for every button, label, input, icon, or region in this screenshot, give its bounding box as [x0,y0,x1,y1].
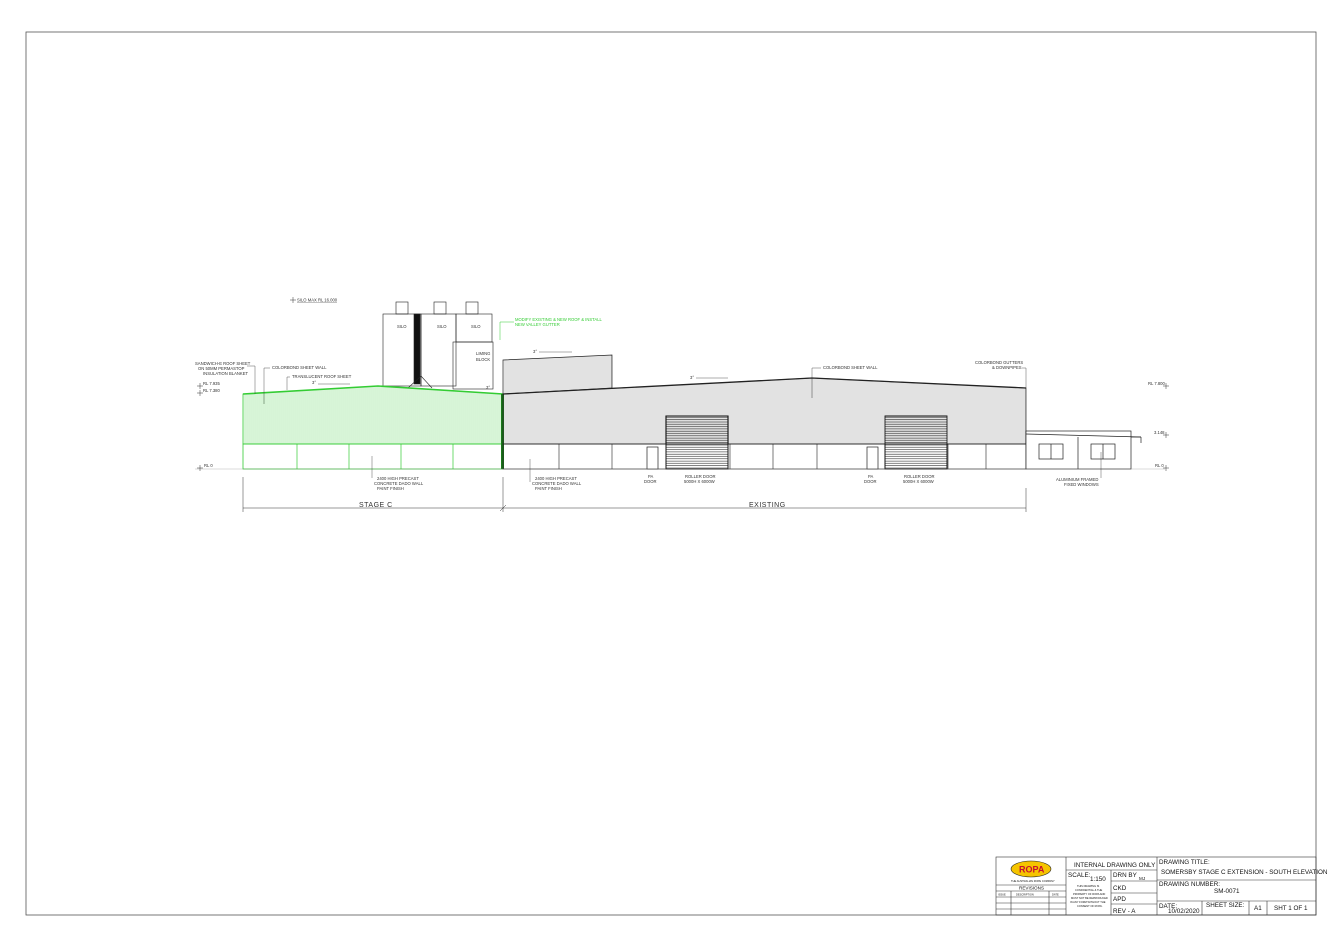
south-elevation: SILO MAX RL 16.000 SILO SILO SILO LIMING… [195,297,1169,512]
pa-door-label-2: PA [868,474,873,479]
pa-door-label-1: PA [648,474,653,479]
apd-label: APD [1113,896,1126,903]
rl-left-2: RL 7.380 [203,388,221,393]
silo-max-label: SILO MAX RL 16.000 [297,298,338,303]
gutters-note-2: & DOWNPIPES [992,365,1022,370]
ropa-logo: ROPA THE AUSTRALIAN ROPE COMPANY [1010,860,1055,883]
left-levels [197,383,203,471]
roller-door-label-1: ROLLER DOOR [685,474,715,479]
silo-max-level: SILO MAX RL 16.000 [290,297,338,303]
roller-door-1 [665,415,729,470]
window-note-2: FIXED WINDOWS [1064,482,1099,487]
translucent-roof-note: TRANSLUCENT ROOF SHEET [292,374,352,379]
title-block [995,856,1317,916]
green-note-line2: NEW VALLEY GUTTER [515,322,560,327]
pa-door-label-2b: DOOR [864,479,877,484]
right-levels [1163,383,1169,471]
sandwich-note-2: ON 50MM PERMASTOP [198,366,245,371]
roller-door-label-2: ROLLER DOOR [904,474,934,479]
drawing-number: SM-0071 [1214,888,1240,895]
dado-mid-3: PAINT FINISH [535,486,562,491]
pa-door-1 [646,446,659,470]
scale-value: 1:150 [1090,876,1106,883]
sheet-border [25,31,1317,916]
col-issue: ISSUE [998,893,1006,897]
svg-text:IN ANY FORM WITHOUT THE: IN ANY FORM WITHOUT THE [1070,900,1106,904]
drn-label: DRN BY [1113,872,1138,879]
col-date: DATE [1052,893,1059,897]
drawing-title-label: DRAWING TITLE: [1159,859,1210,866]
gutters-note-1: COLORBOND GUTTERS [975,360,1023,365]
ckd-label: CKD [1113,885,1127,892]
silos [382,301,494,390]
silo-label-1: SILO [397,324,407,329]
rl-right-1: RL 7.800 [1148,381,1166,386]
sandwich-note-1: SANDWICH-E ROOF SHEET [195,361,251,366]
colorbond-wall-note-left: COLORBOND SHEET WALL [272,365,327,370]
window-note-1: ALUMINIUM FRAMED [1056,477,1098,482]
revisions-label: REVISIONS [1019,886,1044,891]
dimension-line [242,477,1027,512]
confidential-note: THIS DRAWING IS CONFIDENTIAL & THE PROPE… [1070,884,1108,908]
rl-left-3: RL 0 [204,463,213,468]
roller-size-label-1: 5000H X 6000W [684,479,715,484]
drn-value: MJ [1139,876,1145,881]
pitch-1: 3° [312,380,316,385]
rev-label: REV - A [1113,908,1136,915]
date-value: 10/02/2020 [1168,908,1200,915]
logo-text: ROPA [1019,865,1045,875]
dado-left-2: CONCRETE DADO WALL [374,481,424,486]
rl-right-2: 3.148 [1154,430,1165,435]
sheet-size-label: SHEET SIZE: [1206,902,1245,909]
pa-door-label-1b: DOOR [644,479,657,484]
pa-door-2 [866,446,879,470]
liming-label: LIMING [476,351,490,356]
block-label: BLOCK [476,357,490,362]
sandwich-note-3: INSULATION BLANKET [203,371,249,376]
pitch-2: 3° [486,385,490,390]
sheet-count: SHT 1 OF 1 [1274,905,1308,912]
dado-mid-1: 2400 HIGH PRECAST [535,476,577,481]
existing-dimension: EXISTING [749,502,786,509]
svg-text:MUST NOT BE REPRODUCED: MUST NOT BE REPRODUCED [1071,896,1108,900]
rl-right-3: RL 0 [1155,463,1164,468]
svg-text:CONFIDENTIAL & THE: CONFIDENTIAL & THE [1075,888,1103,892]
drawing-number-label: DRAWING NUMBER: [1159,881,1220,888]
silo-label-2: SILO [437,324,447,329]
dado-left-3: PAINT FINISH [377,486,404,491]
pitch-3: 3° [533,349,537,354]
date-label: DATE: [1159,903,1177,910]
col-description: DESCRIPTION [1016,893,1034,897]
internal-drawing-label: INTERNAL DRAWING ONLY [1074,862,1156,869]
roller-size-label-2: 5000H X 6000W [903,479,934,484]
pitch-4: 3° [690,375,694,380]
silo-label-3: SILO [471,324,481,329]
rl-left-1: RL 7.935 [203,381,221,386]
svg-text:PROPERTY OF ROPA AND: PROPERTY OF ROPA AND [1073,892,1105,896]
svg-text:THIS DRAWING IS: THIS DRAWING IS [1077,884,1100,888]
dado-mid-2: CONCRETE DADO WALL [532,481,582,486]
drawing-title: SOMERSBY STAGE C EXTENSION - SOUTH ELEVA… [1161,869,1328,876]
sheet-size: A1 [1254,905,1262,912]
office-extension [1025,430,1142,470]
svg-text:CONSENT OF ROPA.: CONSENT OF ROPA. [1077,904,1103,908]
existing-tall-section [502,354,613,395]
stage-c-dimension: STAGE C [359,502,393,509]
stage-c-building [242,385,504,470]
logo-subtitle: THE AUSTRALIAN ROPE COMPANY [1011,879,1055,883]
colorbond-wall-note-mid: COLORBOND SHEET WALL [823,365,878,370]
roller-door-2 [884,415,948,470]
scale-label: SCALE: [1068,872,1091,879]
existing-building [502,377,1027,470]
dado-left-1: 2400 HIGH PRECAST [377,476,419,481]
green-note-line1: MODIFY EXISTING & NEW ROOF & INSTALL [515,317,603,322]
